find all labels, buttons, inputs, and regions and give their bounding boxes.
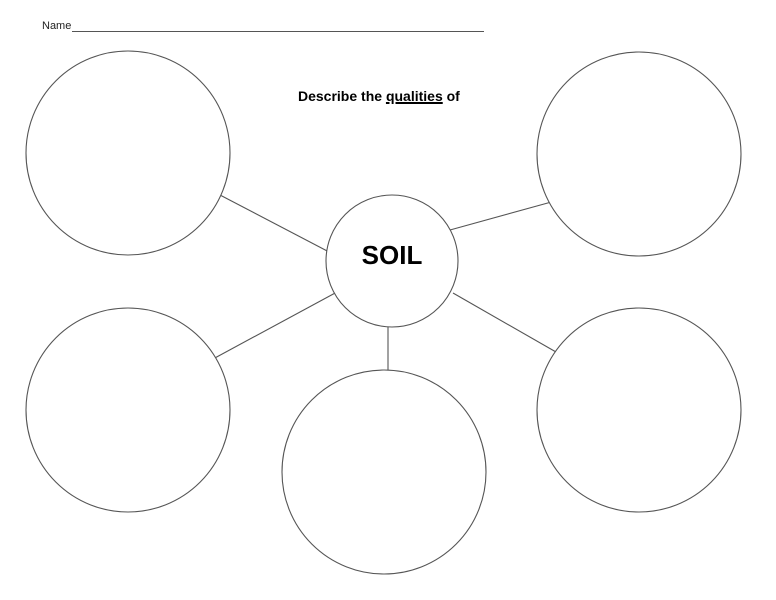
bubble-top-right[interactable] xyxy=(536,51,742,257)
connector-line-bottom-left xyxy=(212,291,338,360)
name-label: Name xyxy=(42,20,72,32)
connector-line-bottom-right xyxy=(452,292,557,353)
prompt-emphasis: qualities xyxy=(385,88,443,104)
connector-line-top-left xyxy=(219,194,332,254)
center-bubble xyxy=(325,194,459,328)
prompt-prefix: Describe the xyxy=(298,88,386,104)
center-topic-label: SOIL xyxy=(361,240,423,270)
worksheet-prompt: Describe the qualities of xyxy=(298,88,460,104)
bubble-bottom-right[interactable] xyxy=(536,307,742,513)
bubble-bottom-left[interactable] xyxy=(25,307,231,513)
bubble-bottom-center[interactable] xyxy=(281,369,487,575)
bubble-top-left[interactable] xyxy=(25,50,231,256)
connector-line-top-right xyxy=(449,200,556,231)
name-field-row: Name xyxy=(42,20,485,32)
prompt-suffix: of xyxy=(442,88,460,104)
outer-bubbles xyxy=(25,50,742,575)
center-bubble-group xyxy=(325,194,459,328)
name-blank-line[interactable] xyxy=(72,21,485,32)
connector-lines xyxy=(212,194,557,370)
